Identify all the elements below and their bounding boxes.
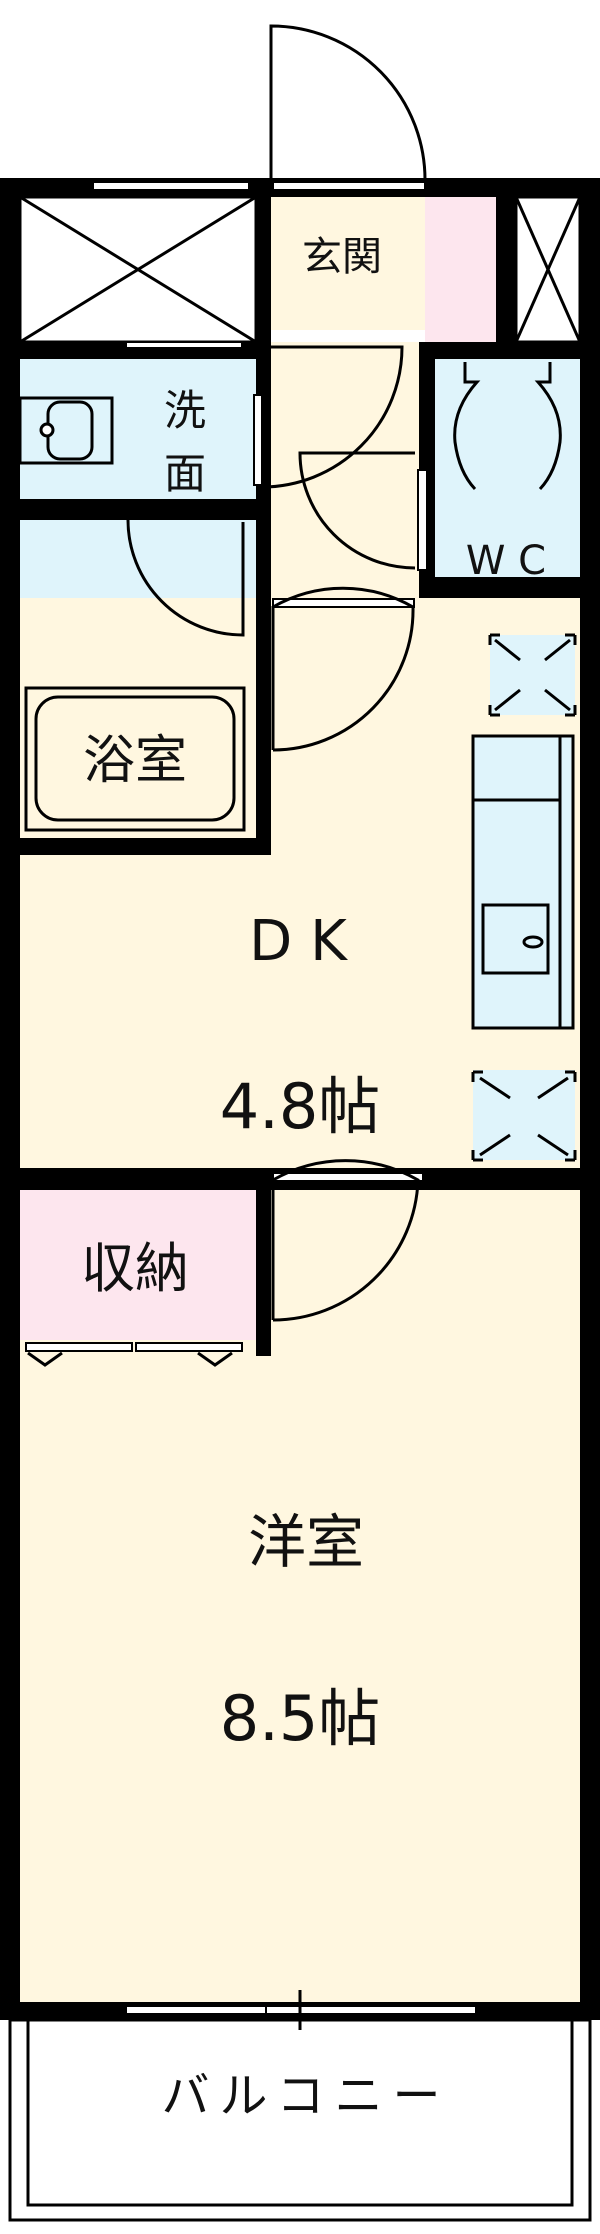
toilet-room xyxy=(435,359,580,577)
fixtures xyxy=(18,362,575,1030)
washroom-door-icon xyxy=(261,345,404,489)
vent-icons xyxy=(471,633,577,1162)
washbasin-icon xyxy=(18,396,114,465)
label-balcony: バルコニー xyxy=(161,2068,450,2124)
label-dk: D K xyxy=(249,909,348,974)
label-washroom-2: 面 xyxy=(164,449,206,498)
bath-door-icon xyxy=(126,519,245,637)
washroom xyxy=(20,359,256,499)
void-right xyxy=(514,195,582,344)
closet-door-icon xyxy=(27,1351,233,1367)
toilet-icon xyxy=(453,362,562,491)
balcony xyxy=(8,1990,592,2222)
hallway xyxy=(271,342,425,598)
label-entrance: 玄関 xyxy=(302,234,382,280)
dk-door-icon xyxy=(271,586,415,752)
entrance-area xyxy=(271,197,425,330)
label-western-size: 8.5帖 xyxy=(220,1682,381,1755)
kitchen-counter-icon xyxy=(471,734,575,1030)
label-closet: 収納 xyxy=(81,1237,189,1300)
shoe-cabinet xyxy=(425,197,496,342)
label-toilet: W C xyxy=(466,538,546,584)
western-door-icon xyxy=(271,1159,420,1322)
label-bath: 浴室 xyxy=(83,731,187,791)
entry-door-icon xyxy=(269,24,427,183)
openings xyxy=(25,181,477,2015)
door-swings xyxy=(27,24,427,1367)
void-left xyxy=(18,195,258,344)
bathtub-icon xyxy=(24,686,246,832)
label-washroom-1: 洗 xyxy=(164,386,206,435)
toilet-door-icon xyxy=(298,451,416,570)
label-dk-size: 4.8帖 xyxy=(220,1070,381,1143)
sink-icon xyxy=(481,903,550,975)
label-western: 洋室 xyxy=(248,1508,364,1576)
